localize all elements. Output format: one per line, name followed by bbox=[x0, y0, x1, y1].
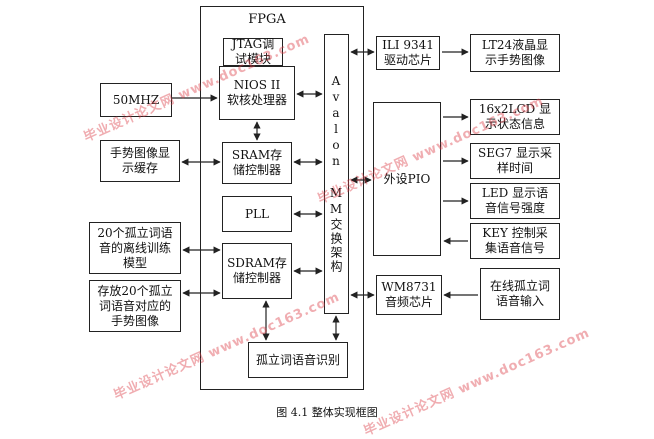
pll-label: PLL bbox=[244, 206, 269, 221]
offline-model-block: 20个孤立词语 音的离线训练 模型 bbox=[89, 222, 181, 274]
gesture-cache-block: 手势图像显 示缓存 bbox=[100, 140, 180, 182]
clock-50mhz-block: 50MHZ bbox=[100, 83, 172, 117]
clock-50mhz-label: 50MHZ bbox=[112, 92, 160, 107]
key-label: KEY 控制采 集语音信号 bbox=[482, 226, 548, 255]
isolated-word-recognition-block: 孤立词语音识别 bbox=[248, 342, 348, 378]
peripheral-pio-label: 外设PIO bbox=[383, 171, 431, 186]
sdram-controller-label: SDRAM存 储控制器 bbox=[227, 256, 287, 285]
fpga-boundary bbox=[200, 6, 364, 390]
connector-arrows bbox=[172, 48, 478, 341]
offline-model-label: 20个孤立词语 音的离线训练 模型 bbox=[97, 225, 173, 270]
nios-processor-label: NIOS II 软核处理器 bbox=[226, 78, 287, 107]
lt24-lcd-label: LT24液晶显 示手势图像 bbox=[481, 38, 549, 67]
jtag-debug-block: JTAG调 试模块 bbox=[223, 37, 283, 66]
key-block: KEY 控制采 集语音信号 bbox=[470, 223, 560, 259]
wm8731-codec-block: WM8731 音频芯片 bbox=[376, 275, 442, 315]
sram-controller-label: SRAM存 储控制器 bbox=[231, 148, 283, 177]
gesture-cache-label: 手势图像显 示缓存 bbox=[109, 146, 170, 175]
pll-block: PLL bbox=[222, 196, 292, 232]
ili9341-driver-block: ILI 9341 驱动芯片 bbox=[376, 36, 440, 70]
lcd1602-label: 16x2LCD 显 示状态信息 bbox=[478, 102, 552, 131]
led-label: LED 显示语 音信号强度 bbox=[481, 186, 549, 215]
avalon-bus: Avalon MM交换架构 bbox=[324, 34, 349, 314]
isolated-word-recognition-label: 孤立词语音识别 bbox=[255, 352, 340, 367]
online-voice-input-label: 在线孤立词 语音输入 bbox=[489, 279, 550, 308]
peripheral-pio-block: 外设PIO bbox=[373, 102, 441, 256]
fpga-label: FPGA bbox=[248, 12, 286, 27]
nios-processor-block: NIOS II 软核处理器 bbox=[219, 66, 295, 120]
seg7-label: SEG7 显示采 样时间 bbox=[477, 146, 553, 175]
sram-controller-block: SRAM存 储控制器 bbox=[222, 142, 292, 184]
wm8731-codec-label: WM8731 音频芯片 bbox=[381, 280, 437, 309]
lcd1602-block: 16x2LCD 显 示状态信息 bbox=[470, 99, 560, 135]
online-voice-input-block: 在线孤立词 语音输入 bbox=[480, 268, 560, 320]
lt24-lcd-block: LT24液晶显 示手势图像 bbox=[470, 34, 560, 72]
sdram-controller-block: SDRAM存 储控制器 bbox=[222, 243, 292, 299]
gesture-store-block: 存放20个孤立 词语音对应的 手势图像 bbox=[89, 280, 181, 332]
seg7-block: SEG7 显示采 样时间 bbox=[470, 143, 560, 179]
gesture-store-label: 存放20个孤立 词语音对应的 手势图像 bbox=[97, 283, 173, 328]
led-block: LED 显示语 音信号强度 bbox=[470, 183, 560, 219]
jtag-debug-label: JTAG调 试模块 bbox=[231, 37, 275, 66]
figure-caption: 图 4.1 整体实现框图 bbox=[276, 406, 378, 419]
ili9341-driver-label: ILI 9341 驱动芯片 bbox=[382, 38, 434, 67]
